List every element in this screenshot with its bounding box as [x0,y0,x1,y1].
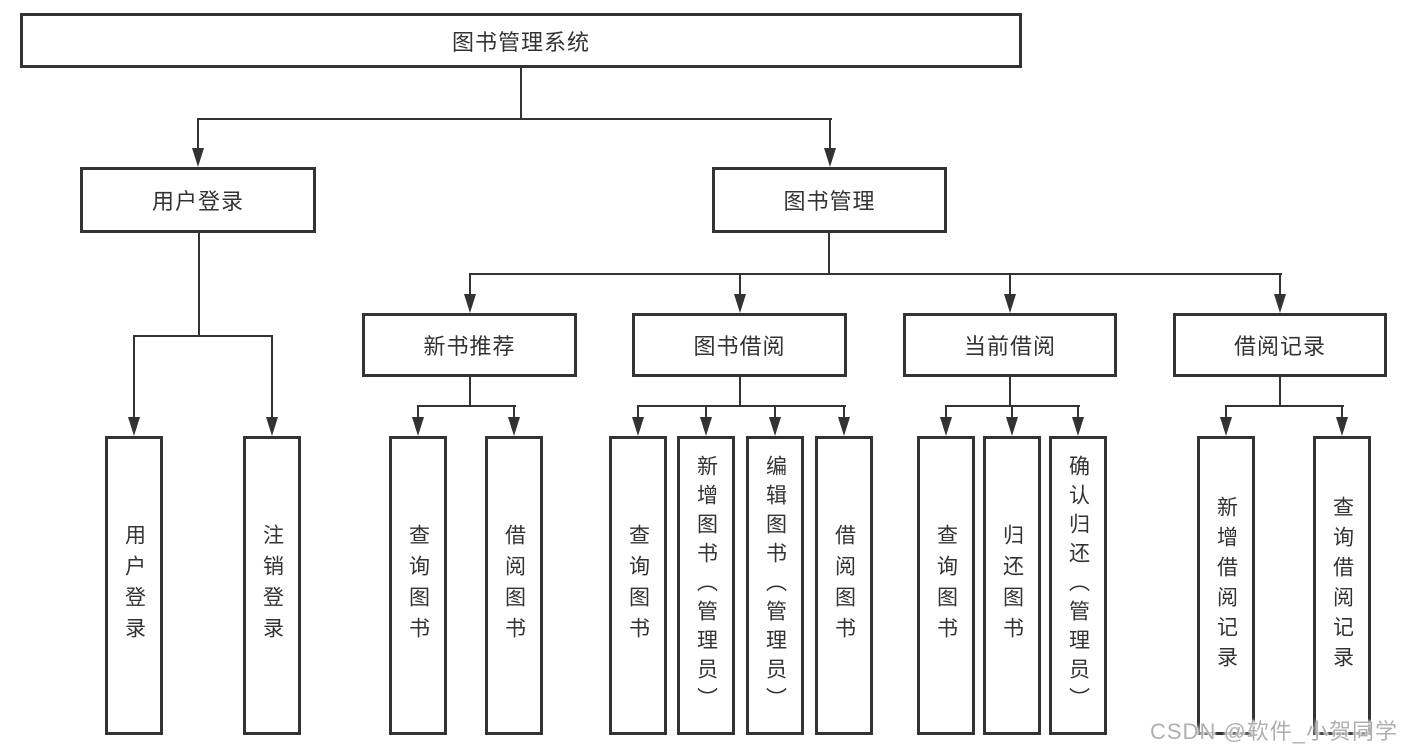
leaf-query-borrow-record: 查询借阅记录 [1313,436,1371,735]
leaf-label: 查询图书 [626,523,650,648]
node-label: 当前借阅 [963,334,1056,359]
leaf-label: 编辑图书（管理员） [763,455,787,716]
node-user-login: 用户登录 [80,167,316,233]
leaf-user-login: 用户登录 [105,436,163,735]
arrowhead-leaf [838,417,850,436]
arrowhead-new-book [464,294,476,313]
node-book-borrowing: 图书借阅 [632,313,847,377]
connector-user-login-stem [198,233,200,337]
connector-drop-leaf-login [133,337,135,421]
connector-drop-leaf [705,407,707,421]
leaf-add-borrow-record: 新增借阅记录 [1197,436,1255,735]
connector-drop-leaf [1011,407,1013,421]
connector-book-management-bar [469,273,1282,275]
leaf-borrow-books-borrowing: 借阅图书 [815,436,873,735]
node-library-management-system: 图书管理系统 [20,13,1022,68]
leaf-query-books-current: 查询图书 [917,436,975,735]
arrowhead-book-management [824,148,836,167]
connector-drop-leaf [1341,407,1343,421]
connector-drop-user-login [197,120,199,152]
leaf-borrow-books-recommendation: 借阅图书 [485,436,543,735]
connector-drop-book-management [829,120,831,152]
leaf-label: 注销登录 [260,523,284,648]
leaf-add-books-admin: 新增图书（管理员） [677,436,735,735]
connector-drop-leaf [774,407,776,421]
leaf-confirm-return-admin: 确认归还（管理员） [1049,436,1107,735]
leaf-logout: 注销登录 [243,436,301,735]
connector-new-book-stem [469,377,471,407]
leaf-label: 查询图书 [934,523,958,648]
node-new-book-recommendation: 新书推荐 [362,313,577,377]
connector-drop-leaf [1225,407,1227,421]
connector-drop-borrowing-records [1279,275,1281,297]
connector-root-bar [197,118,832,120]
connector-current-borrowing-bar [945,405,1080,407]
leaf-label: 借阅图书 [832,523,856,648]
connector-drop-leaf [843,407,845,421]
connector-drop-book-borrowing [739,275,741,297]
leaf-query-books-recommendation: 查询图书 [389,436,447,735]
connector-user-login-bar [133,335,273,337]
node-book-management: 图书管理 [712,167,947,233]
connector-current-borrowing-stem [1009,377,1011,407]
node-label: 图书借阅 [693,334,786,359]
node-borrowing-records: 借阅记录 [1173,313,1387,377]
leaf-label: 新增图书（管理员） [694,455,718,716]
connector-drop-leaf [417,407,419,421]
connector-book-borrowing-bar [637,405,846,407]
connector-drop-leaf [1077,407,1079,421]
connector-drop-leaf [945,407,947,421]
node-label: 图书管理 [783,189,876,214]
leaf-query-books-borrowing: 查询图书 [609,436,667,735]
node-label: 用户登录 [151,189,244,214]
leaf-label: 用户登录 [122,523,146,648]
connector-book-management-stem [828,233,830,275]
arrowhead-leaf [1220,417,1232,436]
leaf-label: 归还图书 [1000,523,1024,648]
connector-book-borrowing-stem [739,377,741,407]
arrowhead-leaf [412,417,424,436]
connector-new-book-bar [417,405,516,407]
connector-borrowing-records-stem [1279,377,1281,407]
arrowhead-leaf [940,417,952,436]
arrowhead-book-borrowing [734,294,746,313]
arrowhead-leaf [1072,417,1084,436]
arrowhead-current-borrowing [1004,294,1016,313]
leaf-label: 查询图书 [406,523,430,648]
arrowhead-borrowing-records [1274,294,1286,313]
leaf-label: 新增借阅记录 [1214,495,1238,676]
arrowhead-leaf-logout [266,417,278,436]
connector-drop-leaf [513,407,515,421]
connector-drop-new-book [469,275,471,297]
leaf-label: 查询借阅记录 [1330,495,1354,676]
node-current-borrowing: 当前借阅 [903,313,1117,377]
arrowhead-leaf [632,417,644,436]
arrowhead-leaf [1336,417,1348,436]
connector-drop-leaf [637,407,639,421]
arrowhead-leaf [700,417,712,436]
leaf-return-books: 归还图书 [983,436,1041,735]
leaf-label: 借阅图书 [502,523,526,648]
arrowhead-leaf [1006,417,1018,436]
arrowhead-leaf-login [128,417,140,436]
connector-drop-current-borrowing [1009,275,1011,297]
node-label: 图书管理系统 [451,29,590,55]
connector-drop-leaf-logout [271,337,273,421]
leaf-label: 确认归还（管理员） [1066,455,1090,716]
connector-root-stem [520,68,522,120]
node-label: 借阅记录 [1233,334,1326,359]
watermark-text: CSDN @软件_小贺同学 [1150,719,1399,744]
arrowhead-leaf [508,417,520,436]
connector-borrowing-records-bar [1225,405,1344,407]
node-label: 新书推荐 [423,334,516,359]
leaf-edit-books-admin: 编辑图书（管理员） [746,436,804,735]
arrowhead-leaf [769,417,781,436]
arrowhead-user-login [192,148,204,167]
